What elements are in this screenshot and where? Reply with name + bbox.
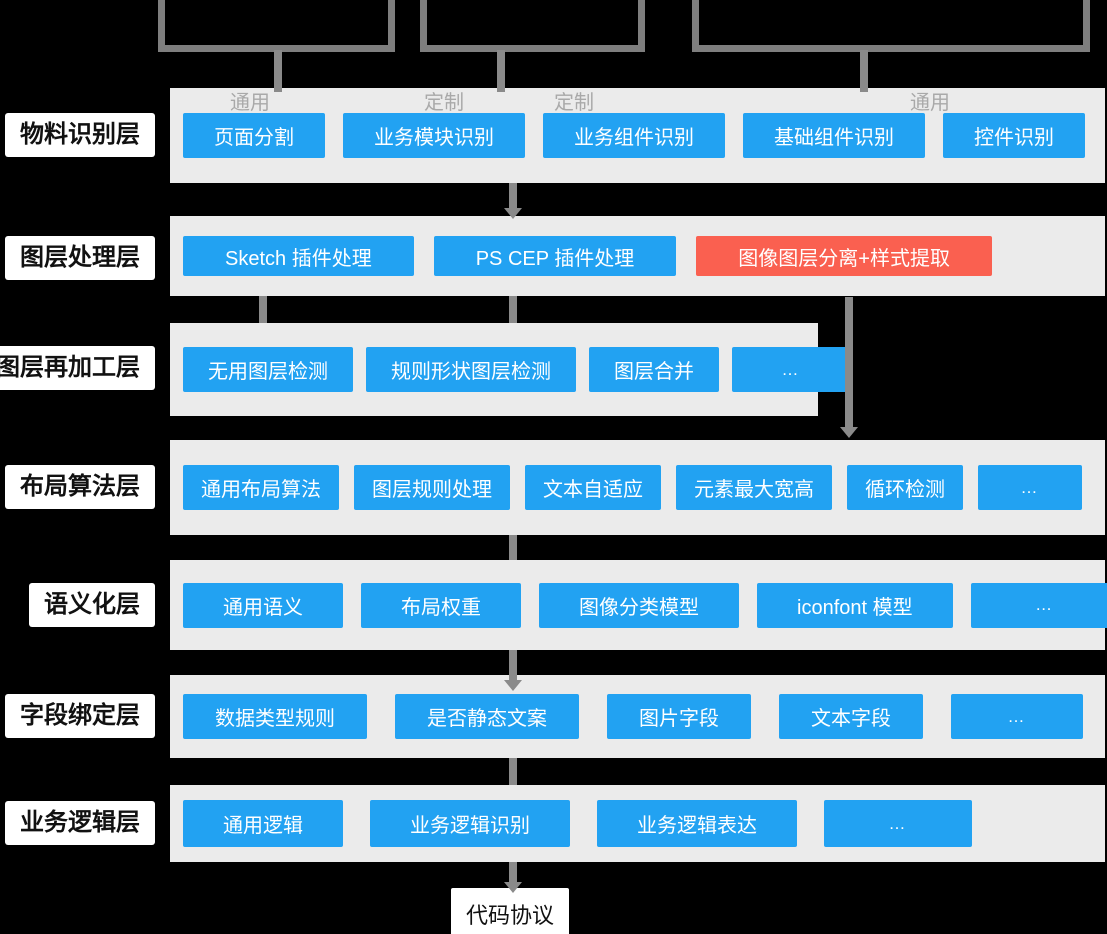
connector-layer7-output xyxy=(509,862,517,884)
diagram-node: 业务逻辑表达 xyxy=(597,800,797,847)
diagram-node: 控件识别 xyxy=(943,113,1085,158)
connector-box3-layer1 xyxy=(860,50,868,92)
output-code-protocol: 代码协议 xyxy=(451,888,569,934)
diagram-node: 页面分割 xyxy=(183,113,325,158)
layer-items: 通用布局算法图层规则处理文本自适应元素最大宽高循环检测 … xyxy=(170,440,1105,535)
arrowhead-layer5-layer6 xyxy=(504,680,522,691)
diagram-node: 通用逻辑 xyxy=(183,800,343,847)
diagram-node-more: … xyxy=(978,465,1082,510)
diagram-node: iconfont 模型 xyxy=(757,582,953,628)
diagram-node-red: 图像图层分离+样式提取 xyxy=(696,236,992,276)
layer-items: 数据类型规则是否静态文案图片字段文本字段 … xyxy=(170,675,1105,758)
diagram-node: 数据类型规则 xyxy=(183,694,367,739)
diagram-node: 业务组件识别 xyxy=(543,113,725,158)
layer-label-layout-algorithm: 布局算法层 xyxy=(5,465,155,509)
diagram-node: Sketch 插件处理 xyxy=(183,236,414,276)
connector-layer4-layer5 xyxy=(509,535,517,560)
diagram-node-more: … xyxy=(824,800,972,847)
diagram-node: 规则形状图层检测 xyxy=(366,347,576,392)
layer-items: 页面分割业务模块识别业务组件识别基础组件识别控件识别 xyxy=(170,88,1105,183)
connector-box1-layer1 xyxy=(274,50,282,92)
layer-label-business-logic: 业务逻辑层 xyxy=(5,801,155,845)
connector-sketch-layer3 xyxy=(259,296,267,323)
layer-panel-field-binding: 数据类型规则是否静态文案图片字段文本字段 … xyxy=(170,675,1105,758)
connector-layer1-layer2 xyxy=(509,183,517,210)
diagram-node: 基础组件识别 xyxy=(743,113,925,158)
arrowhead-layer7-output xyxy=(504,882,522,893)
layer-panel-layer-processing: Sketch 插件处理 PS CEP 插件处理图像图层分离+样式提取 xyxy=(170,216,1105,296)
connector-imagesplit-layer4 xyxy=(845,297,853,428)
layer-items: 无用图层检测规则形状图层检测图层合并 … xyxy=(170,323,850,416)
layer-panel-layer-reprocessing: 无用图层检测规则形状图层检测图层合并 … xyxy=(170,323,850,416)
arrowhead-layer1-layer2 xyxy=(504,208,522,219)
connector-layer6-layer7 xyxy=(509,758,517,785)
layer-label-material-recognition: 物料识别层 xyxy=(5,113,155,157)
layer-label-field-binding: 字段绑定层 xyxy=(5,694,155,738)
diagram-node-more: … xyxy=(951,694,1083,739)
diagram-node: 通用布局算法 xyxy=(183,465,339,510)
layer-label-layer-processing: 图层处理层 xyxy=(5,236,155,280)
annotation-generic-1: 通用 xyxy=(230,92,270,114)
diagram-node: 无用图层检测 xyxy=(183,347,353,392)
annotation-custom-1: 定制 xyxy=(424,92,464,114)
connector-layer5-layer6 xyxy=(509,650,517,682)
layer-panel-semantic: 通用语义布局权重图像分类模型 iconfont 模型 … xyxy=(170,560,1107,650)
diagram-node: 业务模块识别 xyxy=(343,113,525,158)
annotation-custom-2: 定制 xyxy=(554,92,594,114)
redacted-source-box-2 xyxy=(420,0,645,52)
diagram-node-more: … xyxy=(732,347,850,392)
layer-items: Sketch 插件处理 PS CEP 插件处理图像图层分离+样式提取 xyxy=(170,216,1105,296)
diagram-node: 布局权重 xyxy=(361,582,521,628)
diagram-node: 图像分类模型 xyxy=(539,582,739,628)
diagram-node: 文本字段 xyxy=(779,694,923,739)
layer-panel-material-recognition: 页面分割业务模块识别业务组件识别基础组件识别控件识别 xyxy=(170,88,1105,183)
diagram-node: 文本自适应 xyxy=(525,465,661,510)
diagram-node: 图层合并 xyxy=(589,347,719,392)
diagram-node: PS CEP 插件处理 xyxy=(433,236,677,276)
diagram-node-more: … xyxy=(970,582,1107,628)
diagram-node: 是否静态文案 xyxy=(395,694,579,739)
redacted-source-box-1 xyxy=(158,0,395,52)
diagram-node: 通用语义 xyxy=(183,582,343,628)
annotation-generic-2: 通用 xyxy=(910,92,950,114)
diagram-node: 图片字段 xyxy=(607,694,751,739)
redacted-source-box-3 xyxy=(692,0,1090,52)
layer-panel-business-logic: 通用逻辑业务逻辑识别业务逻辑表达 … xyxy=(170,785,1105,862)
layer-panel-layout-algorithm: 通用布局算法图层规则处理文本自适应元素最大宽高循环检测 … xyxy=(170,440,1105,535)
connector-box2-layer1 xyxy=(497,50,505,92)
diagram-node: 业务逻辑识别 xyxy=(370,800,570,847)
diagram-node: 循环检测 xyxy=(847,465,963,510)
diagram-node: 图层规则处理 xyxy=(354,465,510,510)
layer-label-semantic: 语义化层 xyxy=(29,583,155,627)
layer-items: 通用逻辑业务逻辑识别业务逻辑表达 … xyxy=(170,785,1105,862)
connector-pscep-layer3 xyxy=(509,296,517,323)
layer-label-layer-reprocessing: 图层再加工层 xyxy=(0,346,155,390)
arrowhead-imagesplit-layer4 xyxy=(840,427,858,438)
layer-items: 通用语义布局权重图像分类模型 iconfont 模型 … xyxy=(170,560,1107,650)
diagram-node: 元素最大宽高 xyxy=(676,465,832,510)
